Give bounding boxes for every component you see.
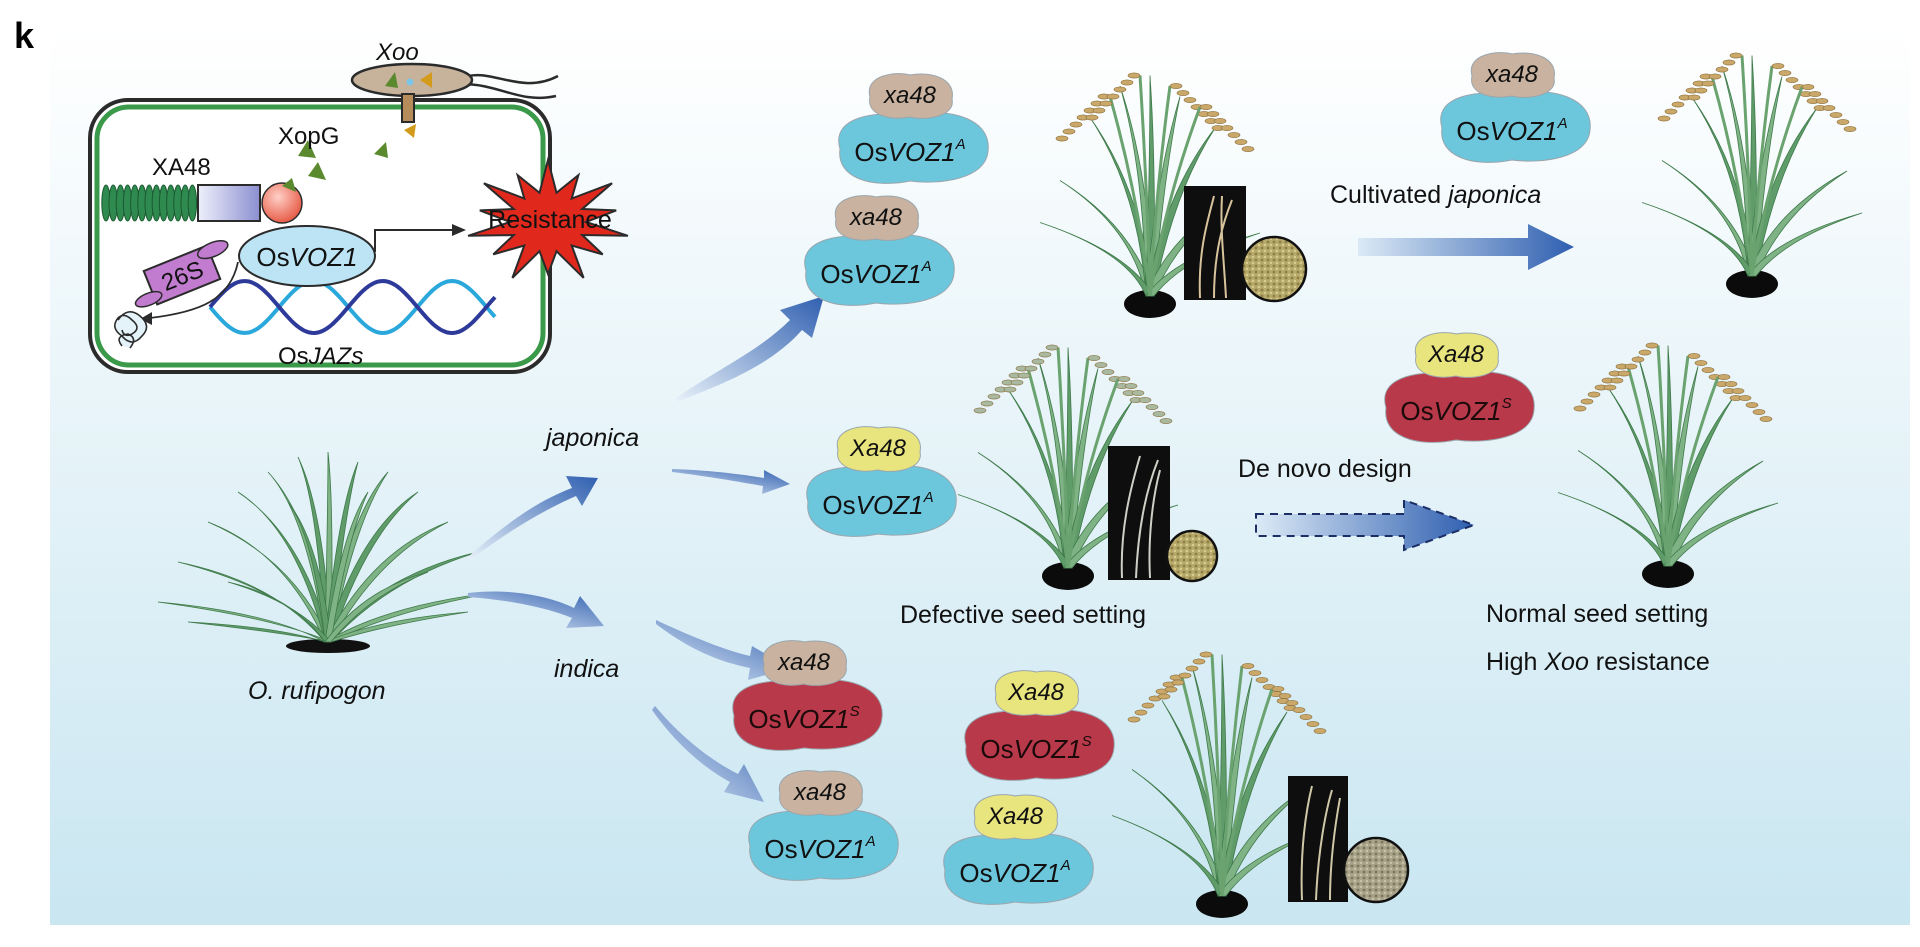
allele-label: Xa48 <box>986 803 1044 830</box>
osvoz1-protein-label: OsVOZ1 <box>256 242 357 272</box>
resistance-burst <box>467 156 629 279</box>
rice-plant-cultivated <box>1641 52 1863 298</box>
seed-panel-japonica-2 <box>1108 446 1219 583</box>
xa48-receptor-label: XA48 <box>152 154 211 181</box>
seed-panel-indica <box>1288 776 1410 904</box>
allele-label: Xa48 <box>1427 341 1485 368</box>
high-xoo-resistance-label: High Xoo resistance <box>1486 648 1710 676</box>
activation-arrowhead <box>452 224 466 236</box>
arrow-cultivated <box>1358 224 1574 270</box>
cell-inset: Xoo XopG XA48 OsJAZs OsVOZ1 Resistance <box>88 39 629 374</box>
rufipogon-label: O. rufipogon <box>248 677 386 705</box>
xoo-label: Xoo <box>375 39 419 66</box>
panel-letter: k <box>14 15 35 56</box>
proteasome-26s: 26S <box>134 240 229 308</box>
xopg-effector <box>308 162 326 180</box>
xa48-receptor <box>101 178 303 224</box>
rice-plant-japonica-2 <box>957 344 1179 590</box>
xopg-label: XopG <box>278 123 339 150</box>
resistance-label: Resistance <box>488 206 612 234</box>
activation-arrow <box>374 229 452 252</box>
allele-label: xa48 <box>1485 61 1539 88</box>
seed-panel-japonica-1 <box>1184 186 1308 303</box>
arrow-japonica-mid <box>672 469 790 494</box>
allele-label: xa48 <box>793 779 847 806</box>
osvoz1-label: OsVOZ1S <box>748 703 859 734</box>
osvoz1-label: OsVOZ1A <box>764 833 875 864</box>
arrow-indica-lower <box>652 706 764 802</box>
osvoz1-label: OsVOZ1S <box>1400 395 1511 426</box>
allele-label: xa48 <box>849 204 903 231</box>
osvoz1-label: OsVOZ1A <box>959 857 1070 888</box>
arrow-rufipogon-japonica <box>468 476 598 560</box>
osvoz1-label: OsVOZ1A <box>854 136 965 167</box>
de-novo-design-label: De novo design <box>1238 455 1412 483</box>
xopg-effector <box>298 140 316 158</box>
allele-label: Xa48 <box>1007 679 1065 706</box>
osvoz1-label: OsVOZ1S <box>980 733 1091 764</box>
rice-plant-indica <box>1111 651 1333 918</box>
defective-seed-label: Defective seed setting <box>900 601 1146 629</box>
osvoz1-label: OsVOZ1A <box>820 258 931 289</box>
allele-label: xa48 <box>777 649 831 676</box>
rice-plant-japonica-1 <box>1039 72 1261 318</box>
xopg-effector <box>374 142 388 158</box>
osjazs-label: OsJAZs <box>278 343 363 370</box>
protein-pairs: xa48OsVOZ1Axa48OsVOZ1AXa48OsVOZ1Axa48OsV… <box>732 52 1591 905</box>
degradation-arrow <box>149 261 239 319</box>
osvoz1-label: OsVOZ1A <box>1456 115 1567 146</box>
allele-label: Xa48 <box>849 435 907 462</box>
degraded-peptide <box>114 311 148 349</box>
cultivated-japonica-label: Cultivated japonica <box>1330 181 1541 209</box>
rufipogon-base <box>286 639 370 653</box>
arrow-japonica-up <box>676 296 824 402</box>
arrow-rufipogon-indica <box>468 591 604 628</box>
osvoz1-protein <box>238 225 376 287</box>
dna-helix <box>208 278 497 336</box>
xoo-bacterium <box>350 62 559 138</box>
osvoz1-label: OsVOZ1A <box>822 489 933 520</box>
allele-label: xa48 <box>883 82 937 109</box>
normal-seed-label: Normal seed setting <box>1486 600 1708 628</box>
rice-plant-designed <box>1557 342 1779 588</box>
japonica-label: japonica <box>543 424 639 452</box>
rice-plants <box>957 52 1863 918</box>
arrow-denovo <box>1255 498 1477 552</box>
degradation-arrowhead <box>140 312 152 325</box>
indica-label: indica <box>554 655 619 683</box>
arrow-indica-upper <box>656 620 790 680</box>
